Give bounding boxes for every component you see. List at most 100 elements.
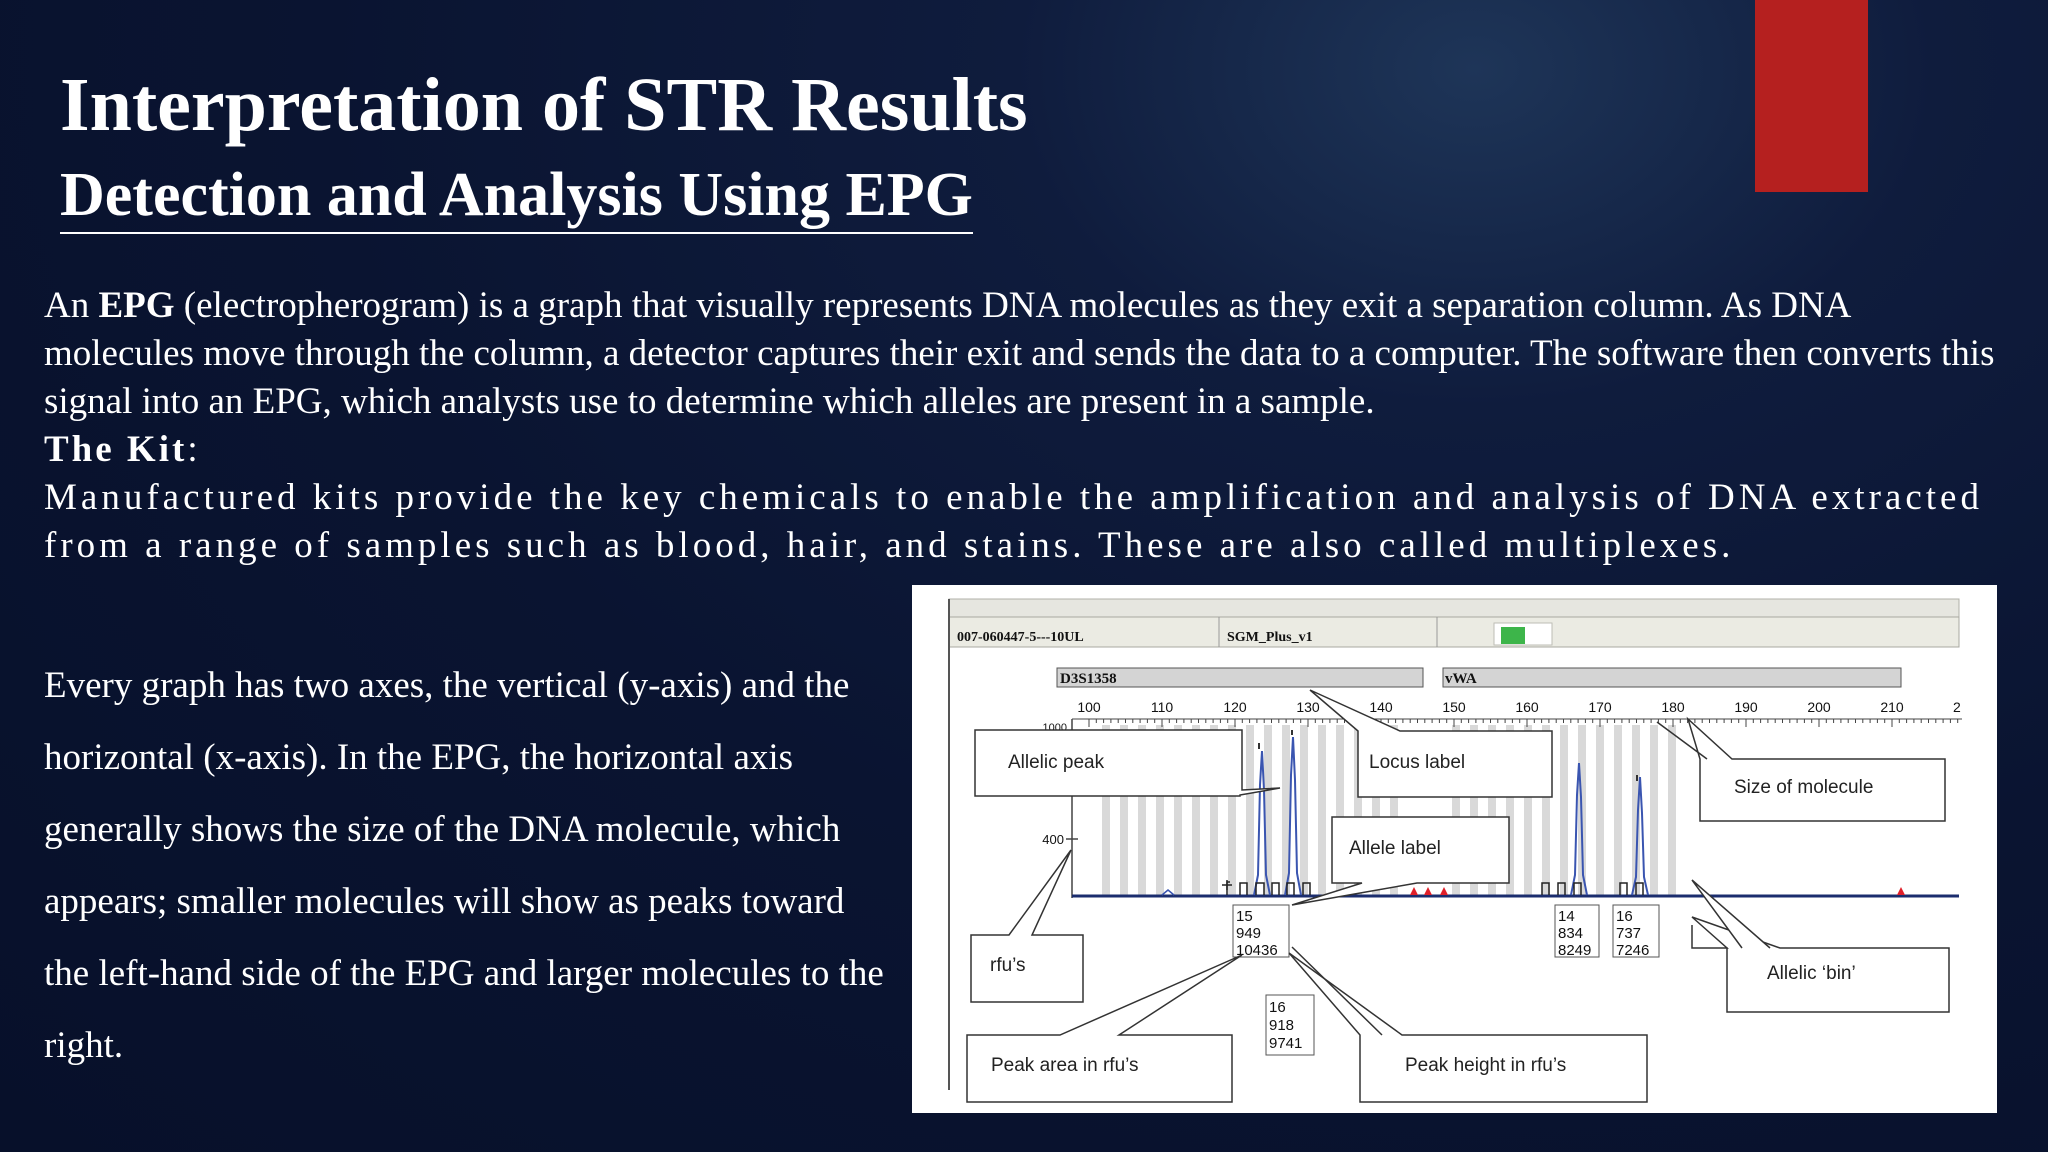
peak-vwa-16: [1631, 776, 1649, 896]
kit-heading: The Kit: [44, 429, 188, 470]
allelic-bin: [1470, 725, 1478, 895]
slide-title: Interpretation of STR Results: [60, 63, 1028, 147]
peak-d3s1358-16: [1284, 736, 1302, 896]
callout-peak-height-text: Peak height in rfu’s: [1405, 1055, 1566, 1076]
size-axis: 100 110 120 130 140 150 160 170 180 190 …: [1072, 699, 1962, 727]
slide-subtitle: Detection and Analysis Using EPG: [60, 158, 973, 234]
kit-description: Manufactured kits provide the key chemic…: [44, 477, 1983, 566]
callout-rfus-text: rfu’s: [990, 955, 1026, 976]
epg-definition: An EPG (electropherogram) is a graph tha…: [44, 282, 2004, 426]
axes-description: Every graph has two axes, the vertical (…: [44, 665, 884, 1066]
allelic-bin: [1336, 725, 1344, 895]
allelic-bin: [1174, 725, 1182, 895]
allelic-bin: [1650, 725, 1658, 895]
locus-bars: D3S1358 vWA: [1056, 667, 1902, 688]
peak-d3s1358-15: [1253, 750, 1271, 896]
kit-heading-line: The Kit:: [44, 426, 2004, 474]
callout-size-of-molecule: Size of molecule: [1656, 716, 1946, 822]
allele-area: 834: [1558, 925, 1583, 942]
size-tick-label: 130: [1296, 699, 1320, 715]
allelic-bin: [1120, 725, 1128, 895]
callout-allelic-peak: Allelic peak: [974, 729, 1281, 797]
callout-allelic-bin: Allelic ‘bin’: [1691, 879, 1950, 1013]
callout-peak-height: Peak height in rfu’s: [1288, 946, 1648, 1103]
epg-term: EPG: [98, 285, 175, 326]
allelic-bin: [1488, 725, 1496, 895]
status-indicator: [1501, 627, 1525, 644]
allelic-bin: [1354, 725, 1362, 895]
allelic-bin: [1390, 725, 1398, 895]
allelic-bin: [1192, 725, 1200, 895]
size-tick-label: 160: [1515, 699, 1539, 715]
callout-allele-label-text: Allele label: [1349, 838, 1441, 859]
callout-bin-text: Allelic ‘bin’: [1767, 963, 1856, 984]
allelic-bin: [1210, 725, 1218, 895]
intro-section: An EPG (electropherogram) is a graph tha…: [44, 282, 2004, 570]
allele-area: 918: [1269, 1017, 1294, 1034]
allele-height: 10436: [1236, 942, 1278, 959]
size-tick-marks: [1088, 719, 1959, 727]
allelic-bin: [1138, 725, 1146, 895]
callout-locus-label-text: Locus label: [1369, 752, 1465, 773]
allelic-bin: [1156, 725, 1164, 895]
callout-allele-label: Allele label: [1291, 816, 1510, 906]
callout-locus-label: Locus label: [1309, 689, 1553, 798]
allelic-bin: [1668, 725, 1676, 895]
kit-heading-colon: :: [187, 429, 198, 470]
callout-peak-area: Peak area in rfu’s: [966, 954, 1243, 1103]
size-tick-label: 170: [1588, 699, 1612, 715]
allelic-bin: [1102, 725, 1110, 895]
allele-call: 15: [1236, 908, 1253, 925]
callout-size-text: Size of molecule: [1734, 777, 1873, 798]
allele-box: 15 949 10436: [1232, 904, 1290, 959]
callout-peak-area-text: Peak area in rfu’s: [991, 1055, 1139, 1076]
rfu-tick-400: 400: [1042, 832, 1064, 847]
allele-area: 737: [1616, 925, 1641, 942]
allelic-bin: [1264, 725, 1272, 895]
epg-trace: [1072, 730, 1959, 898]
allele-call: 16: [1616, 908, 1633, 925]
allelic-bin: [1506, 725, 1514, 895]
allelic-bins: [1102, 725, 1676, 895]
allele-box: 16 737 7246: [1612, 904, 1660, 959]
allelic-bin: [1614, 725, 1622, 895]
allelic-bin: [1300, 725, 1308, 895]
allele-height: 8249: [1558, 942, 1591, 959]
allele-info-boxes: 15 949 10436 16 918 9741 14 834 8249 16 …: [1232, 904, 1660, 1056]
epg-diagram: 007-060447-5---10UL SGM_Plus_v1 D3S1358 …: [948, 598, 1962, 1103]
red-accent-bar: [1755, 0, 1868, 192]
epg-definition-text: (electropherogram) is a graph that visua…: [44, 285, 1995, 422]
size-tick-label: 190: [1734, 699, 1758, 715]
allelic-bin: [1246, 725, 1254, 895]
kit-name-label: SGM_Plus_v1: [1227, 630, 1313, 645]
epg-figure: 007-060447-5---10UL SGM_Plus_v1 D3S1358 …: [912, 585, 1997, 1113]
allelic-bin: [1318, 725, 1326, 895]
size-tick-label: 200: [1807, 699, 1831, 715]
size-tick-label: 2: [1953, 699, 1961, 715]
locus-name-vwa: vWA: [1445, 671, 1477, 687]
size-tick-label: 140: [1369, 699, 1393, 715]
allelic-bin: [1542, 725, 1550, 895]
allelic-bin: [1372, 725, 1380, 895]
size-tick-label: 180: [1661, 699, 1685, 715]
size-tick-label: 150: [1442, 699, 1466, 715]
callout-rfus: rfu’s: [970, 849, 1084, 1003]
allelic-bin: [1282, 725, 1290, 895]
size-tick-label: 100: [1077, 699, 1101, 715]
epg-definition-lead: An: [44, 285, 99, 326]
allele-box: 16 918 9741: [1265, 994, 1315, 1056]
sample-id-label: 007-060447-5---10UL: [957, 630, 1084, 645]
peak-vwa-14: [1570, 762, 1588, 896]
locus-name-d3s1358: D3S1358: [1060, 671, 1117, 687]
allelic-bin: [1228, 725, 1236, 895]
callouts: Allelic peak Locus label Size of molecul…: [966, 689, 1950, 1103]
allele-call: 14: [1558, 908, 1575, 925]
size-tick-label: 210: [1880, 699, 1904, 715]
allelic-bin: [1596, 725, 1604, 895]
size-tick-label: 120: [1223, 699, 1247, 715]
allelic-bin: [1632, 725, 1640, 895]
allele-markers: [1222, 880, 1905, 895]
allele-height: 9741: [1269, 1035, 1302, 1052]
size-tick-label: 110: [1151, 699, 1174, 715]
allelic-bin: [1524, 725, 1532, 895]
